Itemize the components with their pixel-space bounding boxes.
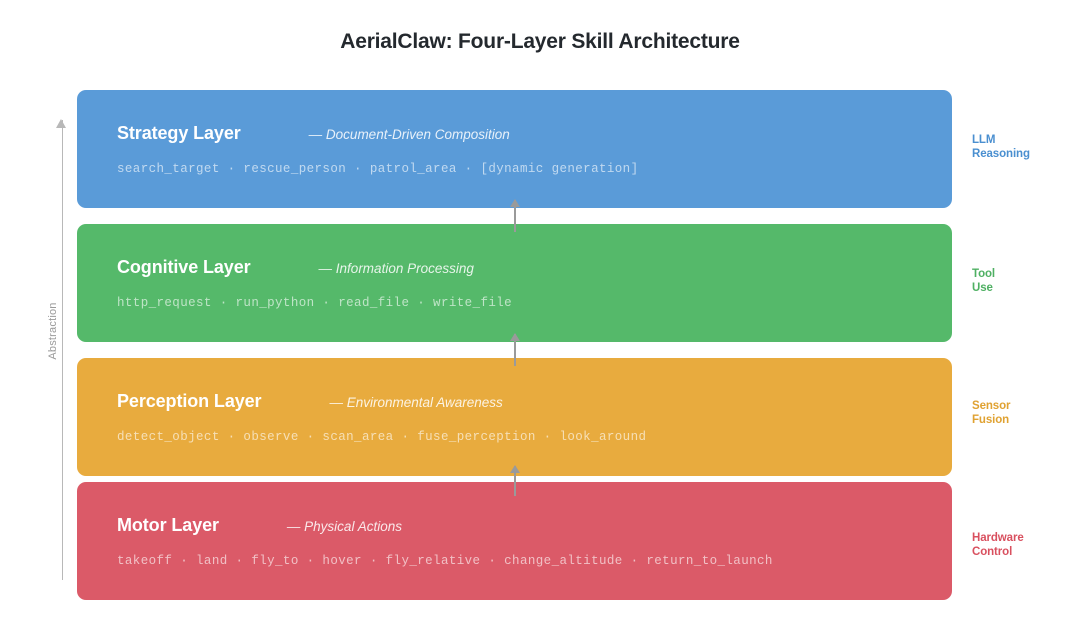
side-note-line1: Tool: [972, 268, 996, 280]
axis-label: Abstraction: [47, 302, 59, 360]
axis-line: [62, 120, 63, 580]
connector-arrow-icon-motor-to-perception: [510, 465, 520, 496]
side-note-line2: Use: [972, 282, 993, 294]
side-note-strategy: LLM Reasoning: [972, 133, 1076, 161]
layer-title: Strategy Layer: [117, 123, 241, 143]
layer-header: Strategy Layer — Document-Driven Composi…: [117, 123, 510, 144]
layer-header: Cognitive Layer — Information Processing: [117, 257, 474, 278]
layer-header: Perception Layer — Environmental Awarene…: [117, 391, 503, 412]
side-note-line1: LLM: [972, 134, 996, 146]
layer-subtitle: — Information Processing: [318, 261, 474, 276]
side-note-line1: Hardware: [972, 532, 1024, 544]
side-note-line2: Fusion: [972, 414, 1010, 426]
abstraction-axis: Abstraction: [28, 119, 80, 580]
side-note-cognitive: Tool Use: [972, 267, 1076, 295]
side-note-motor: Hardware Control: [972, 531, 1076, 559]
layer-skill-list: detect_object · observe · scan_area · fu…: [117, 430, 647, 444]
layer-subtitle: — Environmental Awareness: [329, 395, 503, 410]
side-note-line2: Control: [972, 546, 1013, 558]
layer-block-cognitive[interactable]: Cognitive Layer — Information Processing…: [77, 224, 952, 342]
layer-block-motor[interactable]: Motor Layer — Physical Actions takeoff ·…: [77, 482, 952, 600]
layer-header: Motor Layer — Physical Actions: [117, 515, 402, 536]
axis-up-arrow-icon: [56, 119, 66, 128]
layer-title: Motor Layer: [117, 515, 219, 535]
layer-skill-list: takeoff · land · fly_to · hover · fly_re…: [117, 554, 773, 568]
connector-arrow-icon-perception-to-cognitive: [510, 333, 520, 366]
layer-title: Cognitive Layer: [117, 257, 251, 277]
layer-block-strategy[interactable]: Strategy Layer — Document-Driven Composi…: [77, 90, 952, 208]
layer-block-perception[interactable]: Perception Layer — Environmental Awarene…: [77, 358, 952, 476]
layer-subtitle: — Physical Actions: [286, 519, 402, 534]
layer-skill-list: http_request · run_python · read_file · …: [117, 296, 513, 310]
side-note-line1: Sensor: [972, 400, 1011, 412]
page-title: AerialClaw: Four-Layer Skill Architectur…: [340, 30, 740, 53]
connector-arrow-icon-cognitive-to-strategy: [510, 199, 520, 232]
layer-subtitle: — Document-Driven Composition: [308, 127, 510, 142]
layer-skill-list: search_target · rescue_person · patrol_a…: [117, 162, 639, 176]
layer-title: Perception Layer: [117, 391, 262, 411]
side-note-line2: Reasoning: [972, 148, 1030, 160]
side-note-perception: Sensor Fusion: [972, 399, 1076, 427]
